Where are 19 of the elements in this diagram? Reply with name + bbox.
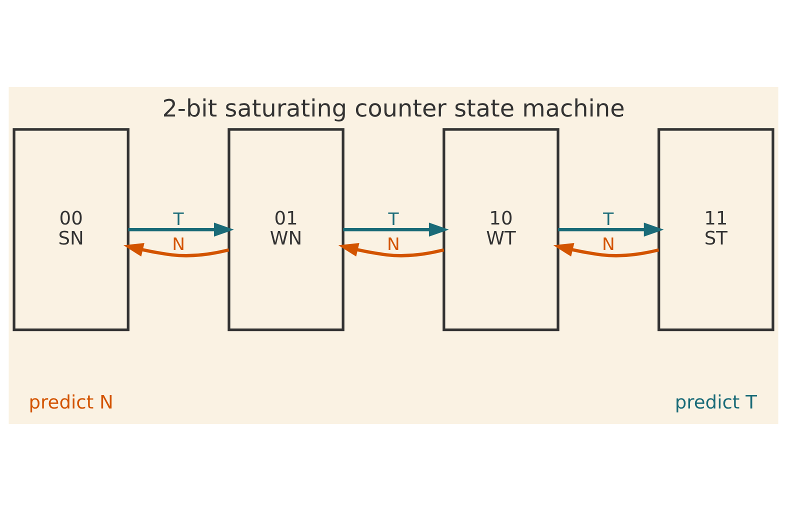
node-box: 10 WT [442,128,560,331]
label: predict N [28,392,114,413]
arrow [343,222,449,236]
edge-label: T [173,209,184,230]
edge-label: N [387,234,400,255]
node-box: 01 WN [228,128,344,331]
node-box: 11 ST [658,128,774,331]
arrow [553,242,660,257]
arrow [338,242,444,257]
arrow [123,242,230,257]
node-box: 00 SN [12,128,130,331]
edge-label: T [603,209,614,230]
diagram-title: 2-bit saturating counter state machine [162,94,625,122]
edge-label: N [602,234,615,255]
edge-label: N [172,234,186,255]
arrow [128,222,234,236]
edge-label: T [388,209,399,230]
label: predict T [674,392,757,413]
arrow [558,222,664,236]
